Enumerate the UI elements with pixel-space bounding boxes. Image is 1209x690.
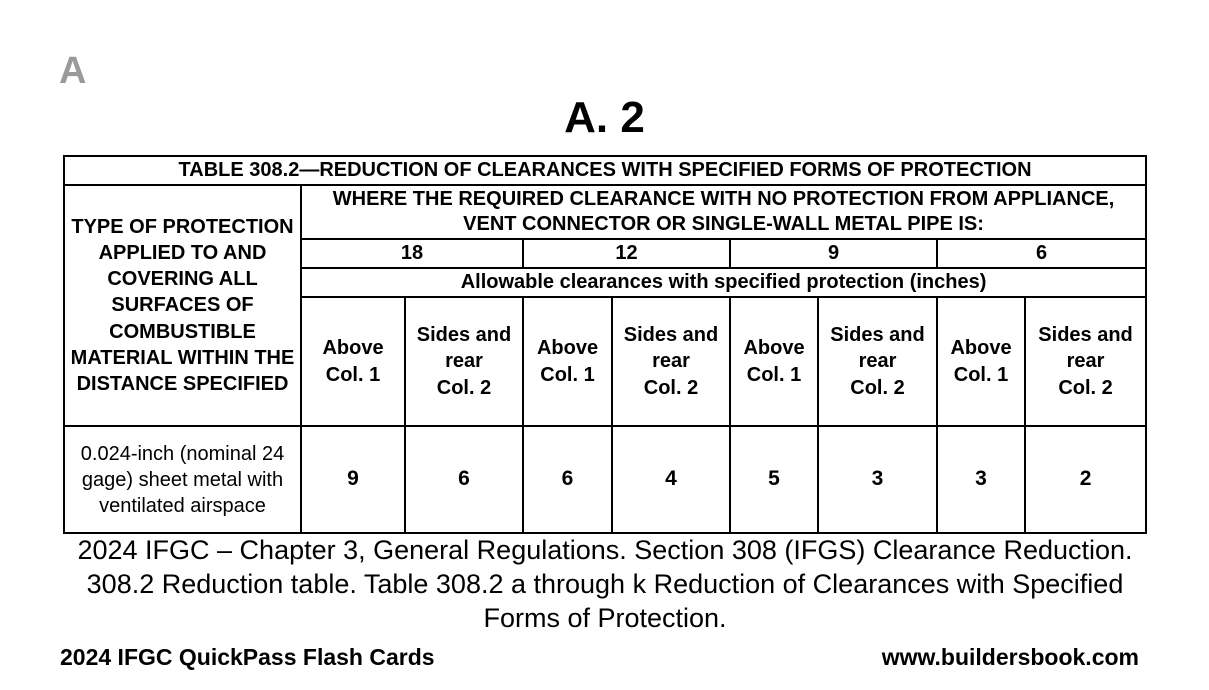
table-cell: 3: [936, 425, 1026, 534]
column-name: Above: [743, 337, 805, 360]
column-name: Above: [322, 337, 384, 360]
side-letter: A: [59, 50, 87, 92]
clearance-9: 9: [729, 238, 938, 269]
column-number: Col. 1: [953, 363, 1009, 386]
footer-website: www.buildersbook.com: [881, 644, 1139, 670]
column-name: Above: [536, 337, 599, 360]
column-name: Sides and rear: [416, 323, 512, 373]
protection-type-label: 0.024-inch (nominal 24 gage) sheet metal…: [63, 425, 302, 534]
column-number: Col. 1: [746, 363, 802, 386]
footer-product-name: 2024 IFGC QuickPass Flash Cards: [60, 644, 435, 670]
column-number: Col. 2: [1058, 376, 1113, 399]
clearance-reduction-table: TABLE 308.2—REDUCTION OF CLEARANCES WITH…: [62, 155, 1148, 534]
card-title: A. 2: [564, 93, 645, 142]
clearance-12: 12: [522, 238, 731, 269]
card-caption: 2024 IFGC – Chapter 3, General Regulatio…: [77, 535, 1133, 633]
column-name: Above: [950, 337, 1012, 360]
column-name: Sides and rear: [1038, 323, 1133, 373]
column-number: Col. 2: [643, 376, 699, 399]
allowable-clearances-header: Allowable clearances with specified prot…: [299, 267, 1148, 298]
table-cell: 6: [522, 425, 613, 534]
column-number: Col. 2: [850, 376, 905, 399]
column-name: Sides and rear: [830, 323, 925, 373]
table-cell: 3: [817, 425, 938, 534]
table-cell: 9: [300, 425, 406, 534]
table-cell: 4: [611, 425, 731, 534]
table-cell: 2: [1023, 425, 1148, 534]
column-name: Sides and rear: [623, 323, 719, 373]
column-number: Col. 2: [436, 376, 492, 399]
table-row: 0.024-inch (nominal 24 gage) sheet metal…: [63, 425, 1148, 534]
type-of-protection-header: TYPE OF PROTECTION APPLIED TO AND COVERI…: [63, 184, 302, 427]
required-clearance-header: WHERE THE REQUIRED CLEARANCE WITH NO PRO…: [299, 184, 1148, 240]
column-number: Col. 1: [325, 363, 381, 386]
table-cell: 5: [729, 425, 819, 534]
table-cell: 6: [404, 425, 524, 534]
column-number: Col. 1: [540, 363, 595, 386]
clearance-6: 6: [935, 238, 1148, 269]
clearance-18: 18: [300, 238, 524, 269]
table-caption: TABLE 308.2—REDUCTION OF CLEARANCES WITH…: [62, 155, 1148, 186]
